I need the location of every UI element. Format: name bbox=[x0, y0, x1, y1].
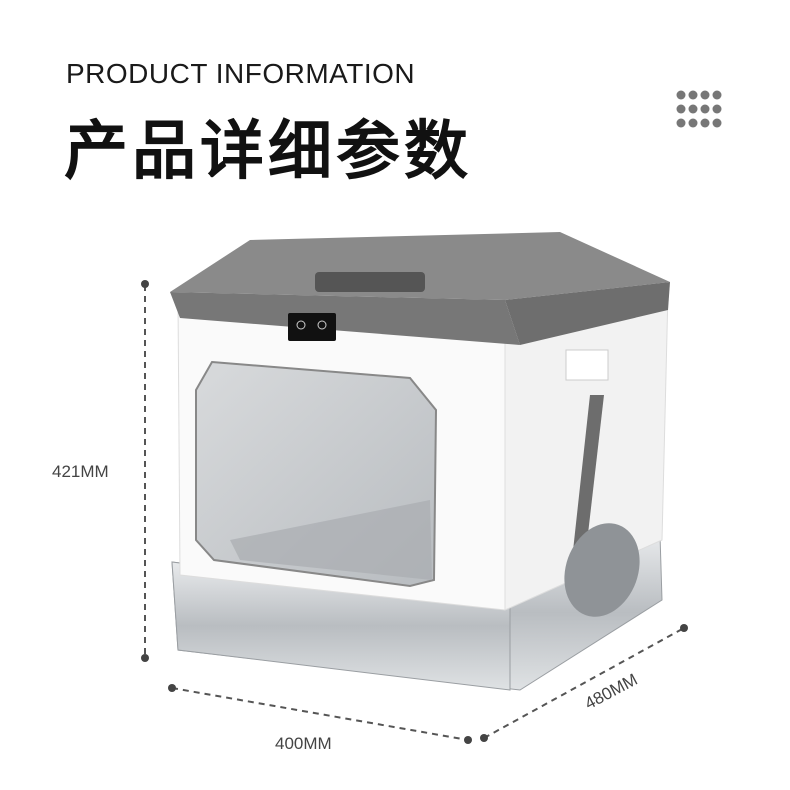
height-label: 421MM bbox=[52, 462, 109, 481]
dot-grid-icon bbox=[676, 90, 722, 128]
control-panel bbox=[288, 313, 336, 341]
subtitle: PRODUCT INFORMATION bbox=[66, 58, 416, 89]
fan-icon bbox=[317, 320, 327, 330]
lid-side bbox=[505, 282, 670, 345]
width-dimension-line bbox=[171, 687, 469, 741]
power-icon bbox=[296, 320, 306, 330]
lid-front bbox=[170, 292, 520, 345]
depth-dimension-line bbox=[483, 627, 685, 739]
page-title: 产品详细参数 bbox=[64, 115, 472, 189]
width-label: 400MM bbox=[275, 734, 332, 753]
lid-top bbox=[170, 232, 670, 300]
scoop bbox=[564, 349, 640, 617]
vent-grille bbox=[315, 272, 425, 292]
